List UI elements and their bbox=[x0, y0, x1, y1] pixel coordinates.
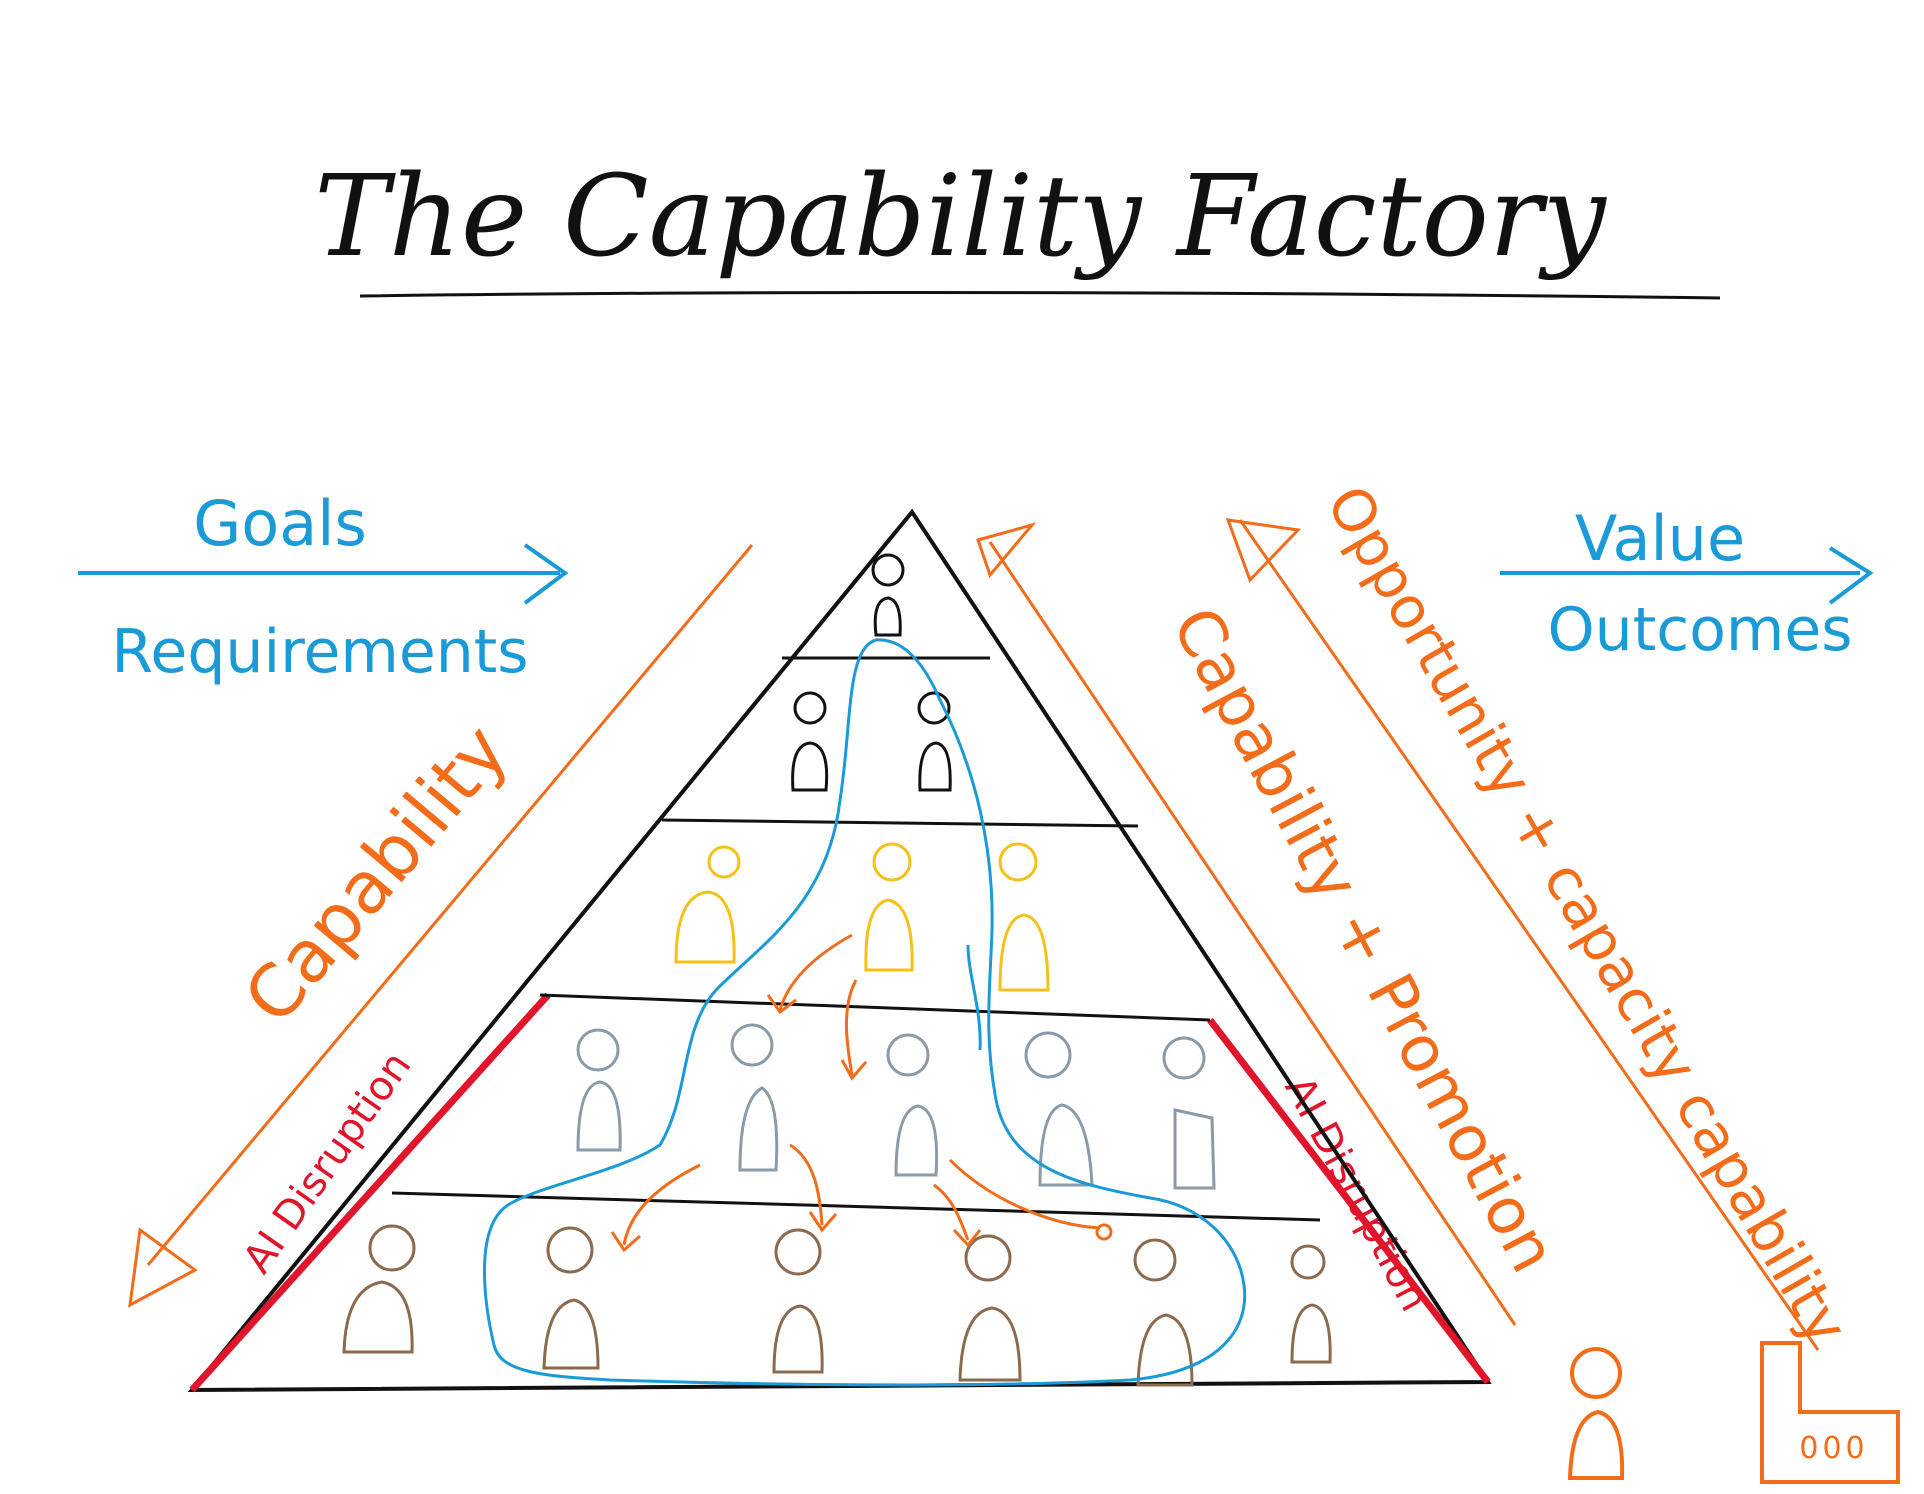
person-icon bbox=[1567, 1347, 1625, 1480]
right-promotion-arrow bbox=[988, 541, 1517, 1326]
left-capability-label: Capability bbox=[228, 709, 524, 1039]
promotion-arrow-1-head bbox=[766, 994, 797, 1015]
goals-arrow-head bbox=[523, 543, 569, 605]
promotion-arrow-4-head bbox=[808, 1211, 838, 1233]
promotion-arrow-3 bbox=[622, 1163, 701, 1246]
person-icon-tier5-a bbox=[342, 1224, 416, 1354]
right-promotion-arrow-head bbox=[976, 522, 1037, 578]
person-icon-tier4-d bbox=[1024, 1031, 1094, 1187]
left-capability-arrow bbox=[146, 544, 754, 1266]
title: The Capability Factory bbox=[314, 152, 1607, 282]
outcomes-label: Outcomes bbox=[1547, 595, 1852, 665]
tier-line-2 bbox=[661, 818, 1139, 828]
promotion-arrow-1 bbox=[778, 933, 853, 1011]
promotion-arrow-2-head bbox=[840, 1059, 868, 1081]
person-icon-tier3-c bbox=[998, 842, 1050, 992]
person-icon-tier4-c bbox=[886, 1033, 939, 1177]
pyramid-left-red-edge bbox=[189, 992, 551, 1393]
goals-label: Goals bbox=[193, 487, 367, 560]
promotion-arrow-5 bbox=[933, 1183, 970, 1241]
right-opportunity-arrow-head bbox=[1225, 518, 1302, 583]
building-icon bbox=[1760, 1341, 1900, 1484]
career-path-loop bbox=[482, 638, 1247, 1387]
person-icon-tier5-d bbox=[958, 1234, 1022, 1382]
person-icon-tier3-a bbox=[674, 845, 741, 964]
pyramid-right-red-edge bbox=[1207, 1017, 1491, 1385]
promotion-arrow-3-head bbox=[610, 1231, 641, 1253]
person-icon-tier2-b bbox=[917, 691, 952, 792]
promotion-arrow-5-head bbox=[952, 1228, 982, 1248]
person-icon-tier5-e bbox=[1133, 1238, 1194, 1387]
value-label: Value bbox=[1575, 502, 1745, 575]
building-windows: 000 bbox=[1799, 1431, 1868, 1466]
promotion-arrow-2 bbox=[844, 979, 858, 1076]
requirements-label: Requirements bbox=[111, 617, 528, 687]
person-icon-tier4-e bbox=[1162, 1036, 1216, 1190]
left-capability-arrow-head bbox=[128, 1227, 198, 1308]
title-underline bbox=[359, 290, 1721, 300]
person-icon-tier4-b bbox=[730, 1023, 779, 1172]
promotion-arrow-4 bbox=[789, 1143, 824, 1226]
promotion-arrow-6 bbox=[948, 1158, 1101, 1230]
person-icon-tier4-a bbox=[576, 1028, 622, 1152]
person-icon-tier5-f bbox=[1290, 1244, 1332, 1364]
right-opportunity-arrow bbox=[1238, 519, 1820, 1351]
person-icon-tier5-b bbox=[542, 1226, 600, 1370]
career-path-inner-branch bbox=[966, 944, 982, 1051]
person-icon-tier2-a bbox=[791, 691, 829, 792]
person-icon-tier5-c bbox=[772, 1228, 824, 1374]
promotion-arrows bbox=[610, 933, 1113, 1253]
person-icon-tier3-b bbox=[864, 842, 914, 972]
person-icon-tier1 bbox=[871, 553, 905, 637]
tier-line-3 bbox=[539, 993, 1211, 1022]
tier-line-4 bbox=[391, 1191, 1321, 1222]
value-arrow-head bbox=[1828, 546, 1874, 605]
promotion-arrow-6-head bbox=[1095, 1223, 1113, 1241]
